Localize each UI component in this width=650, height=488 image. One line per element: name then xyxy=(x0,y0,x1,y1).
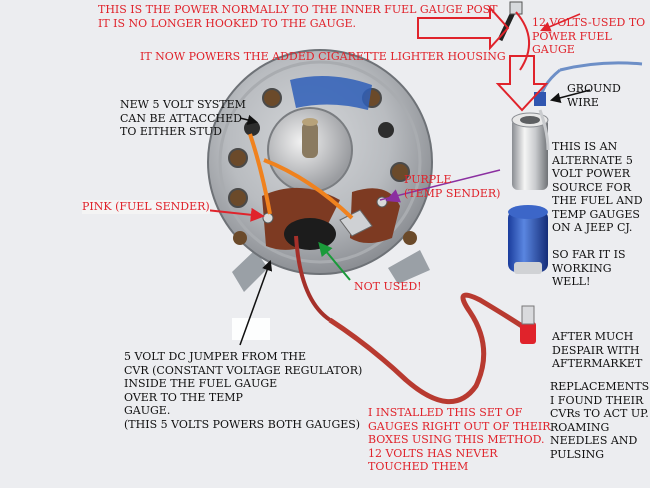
cvr-component xyxy=(284,218,336,250)
orange-wire xyxy=(248,133,272,215)
blue-tape xyxy=(290,76,372,110)
top-power-note: THIS IS THE POWER NORMALLY TO THE INNER … xyxy=(98,3,498,30)
gauge-center-cup xyxy=(267,107,353,193)
lighter-note: IT NOW POWERS THE ADDED CIGARETTE LIGHTE… xyxy=(140,50,506,63)
despair-note: AFTER MUCH DESPAIR WITH AFTERMARKET xyxy=(552,330,643,370)
red-wire xyxy=(328,292,530,404)
annotation-arrows xyxy=(205,5,591,346)
new-system-note: NEW 5 VOLT SYSTEM CAN BE ATTACCHED TO EI… xyxy=(120,98,246,138)
alternate-source-note: THIS IS AN ALTERNATE 5 VOLT POWER SOURCE… xyxy=(552,140,643,234)
installed-note: I INSTALLED THIS SET OF GAUGES RIGHT OUT… xyxy=(368,406,551,473)
purple-temp-label: PURPLE (TEMP SENDER) xyxy=(404,173,501,200)
usb-plug xyxy=(520,305,536,344)
ground-wire-note: GROUND WIRE xyxy=(567,82,621,109)
lighter-housing xyxy=(511,112,549,190)
blue-usb-adapter xyxy=(508,205,548,274)
twelve-volts-note: 12 VOLTS-USED TO POWER FUEL GAUGE xyxy=(532,16,646,56)
working-note: SO FAR IT IS WORKING WELL! xyxy=(552,248,626,288)
jumper-note: 5 VOLT DC JUMPER FROM THE CVR (CONSTANT … xyxy=(124,350,363,431)
replacements-note: REPLACEMENTS I FOUND THEIR CVRs TO ACT U… xyxy=(550,380,650,461)
not-used-label: NOT USED! xyxy=(354,280,422,293)
pink-fuel-label: PINK (FUEL SENDER) xyxy=(82,200,210,214)
ground-connector xyxy=(534,92,546,106)
